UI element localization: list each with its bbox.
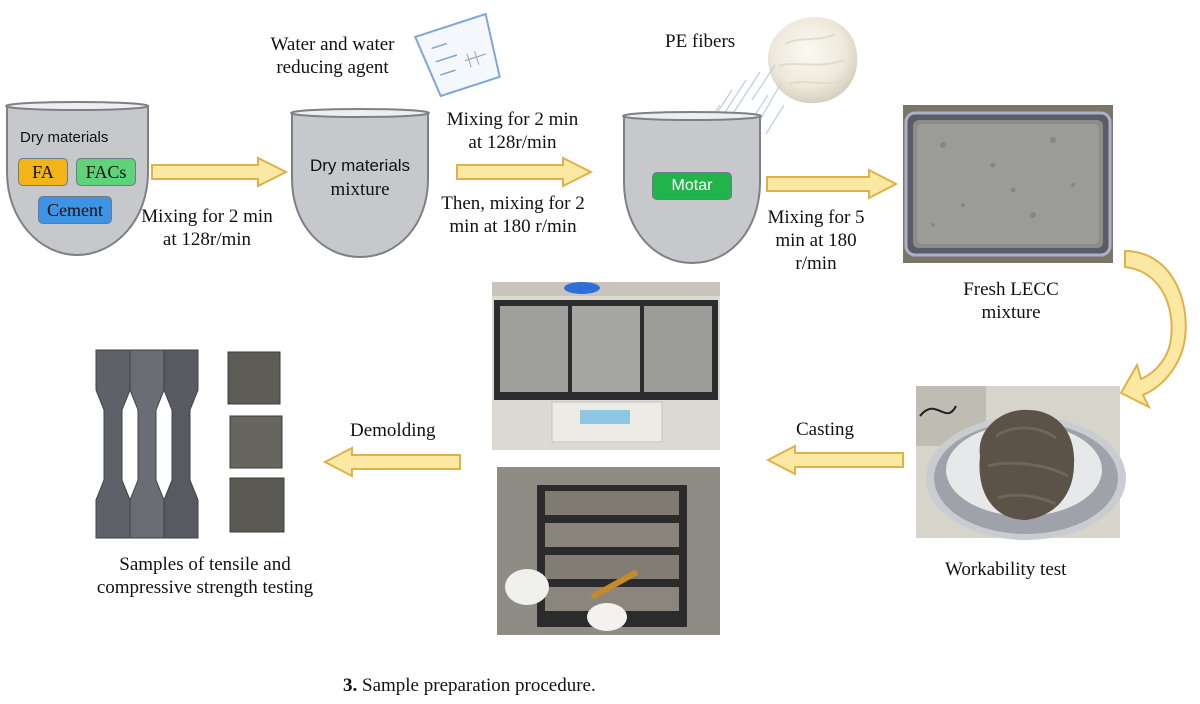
cube-specimens <box>224 352 289 534</box>
casting-molds-photo <box>497 467 720 635</box>
mix3-label: Mixing for 5 min at 180 r/min <box>756 206 876 275</box>
fresh-lecc-label: Fresh LECC mixture <box>936 278 1086 324</box>
demolding-label: Demolding <box>350 419 436 442</box>
mix1-label: Mixing for 2 min at 128r/min <box>136 205 278 251</box>
dogbone-specimens <box>92 350 202 540</box>
caption-text: Sample preparation procedure. <box>357 675 595 696</box>
mortar-tag: Motar <box>652 172 732 200</box>
mold-weighing-photo <box>492 282 720 450</box>
casting-label: Casting <box>796 418 854 441</box>
water-beaker-icon <box>405 10 515 100</box>
arrow-demolding <box>322 445 462 479</box>
figure-caption: 3. Sample preparation procedure. <box>343 674 596 697</box>
mix2-top-label: Mixing for 2 min at 128r/min <box>430 108 595 154</box>
pe-fibers-label: PE fibers <box>665 30 735 53</box>
arrow-mix1 <box>150 155 290 189</box>
arrow-mix3 <box>765 167 900 201</box>
fa-tag: FA <box>18 158 68 186</box>
fresh-lecc-photo <box>903 105 1113 263</box>
workability-photo <box>916 386 1120 538</box>
mix2-bottom-label: Then, mixing for 2 min at 180 r/min <box>428 192 598 238</box>
arrow-mix2 <box>455 155 595 189</box>
arrow-casting <box>765 443 905 477</box>
water-agent-label: Water and water reducing agent <box>250 33 415 79</box>
workability-label: Workability test <box>945 558 1066 581</box>
cement-tag: Cement <box>38 196 112 224</box>
curved-arrow <box>1115 243 1195 413</box>
facs-tag: FACs <box>76 158 136 186</box>
dry-mixture-label: Dry materials mixture <box>290 154 430 202</box>
samples-label: Samples of tensile and compressive stren… <box>55 553 355 599</box>
caption-number: 3. <box>343 675 357 696</box>
dry-materials-title: Dry materials <box>20 129 108 147</box>
